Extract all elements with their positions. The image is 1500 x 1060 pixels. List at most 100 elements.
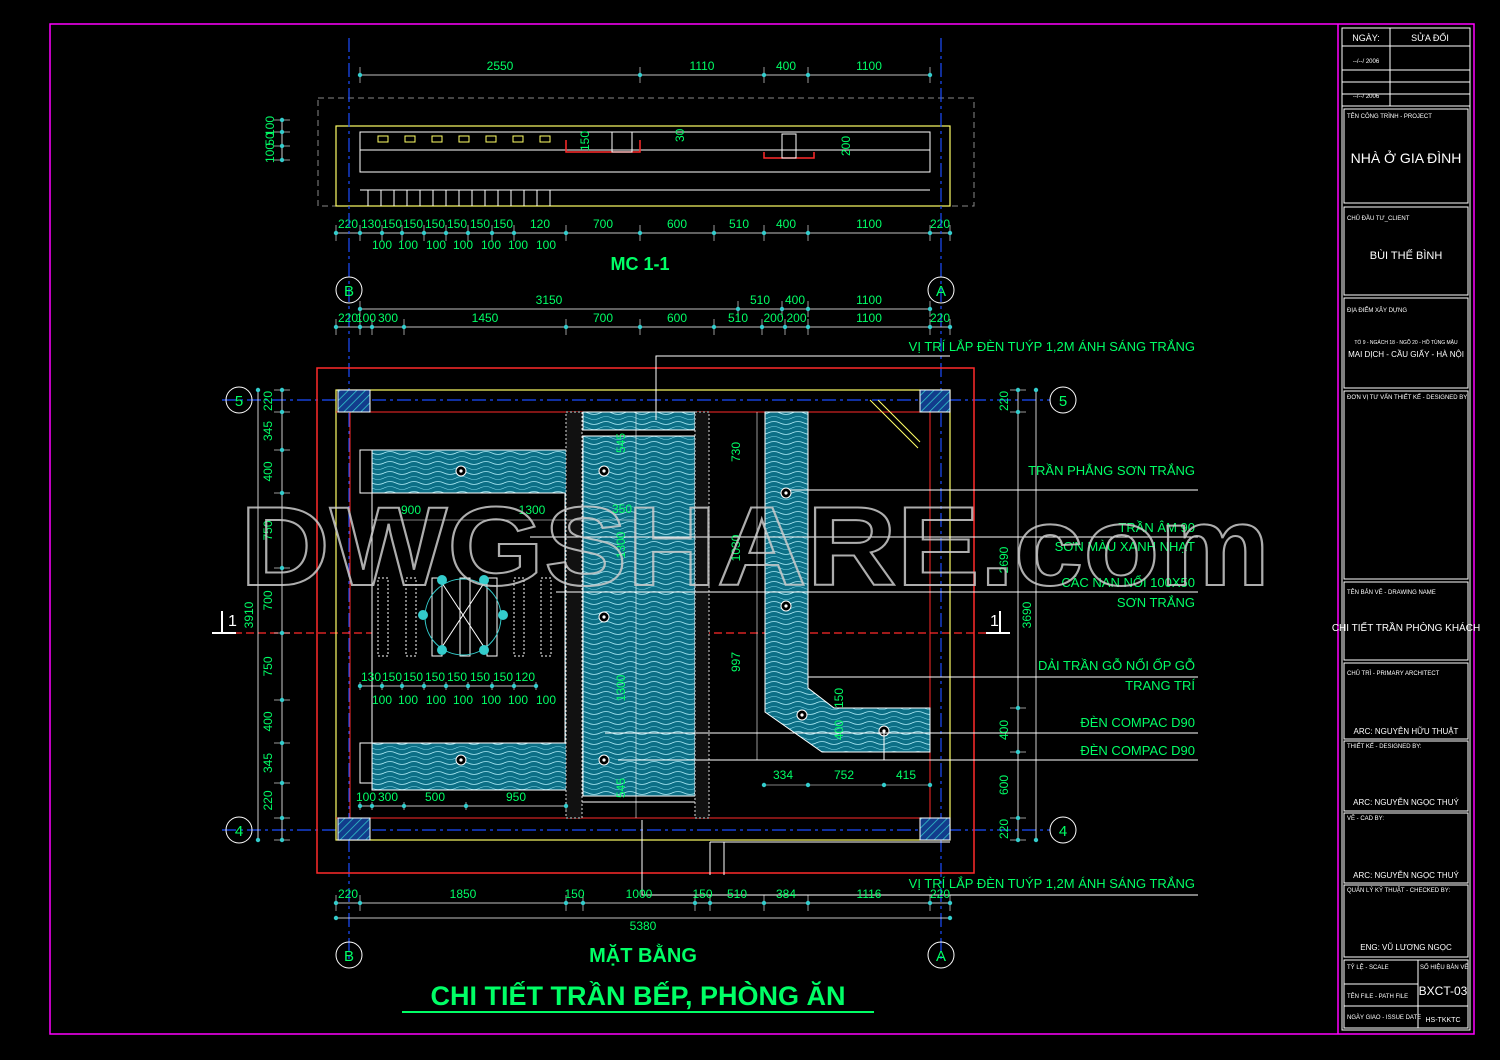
slat-block	[485, 135, 497, 143]
dimension-tick	[279, 565, 285, 571]
dimension-tick	[279, 630, 285, 636]
slat-rect	[459, 577, 471, 657]
tb-cad-label: VẼ - CAD BY:	[1347, 815, 1384, 822]
compact-lamps	[455, 465, 890, 766]
dimension-label: 220	[930, 217, 950, 231]
dimension-tick	[443, 230, 449, 236]
dimension-tick	[782, 324, 788, 330]
wall-opening	[359, 742, 373, 784]
dimension-label: 150	[382, 670, 402, 684]
dimension-label: 150	[382, 217, 402, 231]
dimension-label: 100	[372, 238, 392, 252]
dimension-label: 1100	[856, 59, 882, 73]
dimension-label: 120	[515, 670, 535, 684]
dimension-tick	[805, 306, 811, 312]
dimension-tick	[489, 683, 495, 689]
dimension-label: 510	[728, 311, 748, 325]
slat-rect	[540, 577, 552, 657]
dimension-label: 997	[729, 652, 743, 672]
dimension-tick	[279, 409, 285, 415]
plan-outer-boundary	[316, 367, 975, 874]
compact-lamp-center	[602, 615, 606, 619]
note-text: ĐÈN COMPAC D90	[1080, 715, 1195, 730]
note-text: VỊ TRÍ LẮP ĐÈN TUÝP 1,2M ÁNH SÁNG TRẮNG	[909, 339, 1195, 354]
dimension-tick	[369, 324, 375, 330]
section-light-box-2	[611, 131, 633, 153]
dimension-label: 400	[785, 293, 805, 307]
dimension-label: 100	[263, 143, 277, 163]
section-red-detail-1	[565, 140, 641, 153]
dimension-tick	[401, 324, 407, 330]
dimension-tick	[711, 230, 717, 236]
dimension-label: 300	[378, 311, 398, 325]
dimension-label: 600	[667, 311, 687, 325]
tb-designer-label: THIẾT KẾ - DESIGNED BY:	[1347, 743, 1422, 750]
dimension-label: 545	[614, 778, 628, 798]
dimension-label: 950	[506, 790, 526, 804]
dimension-label: 345	[261, 753, 275, 773]
dimension-tick	[333, 324, 339, 330]
note-text: CÁC NAN NỔI 100X50	[1061, 575, 1195, 590]
section-cut-marker-left: 1	[212, 611, 237, 634]
dimension-label: 100	[536, 238, 556, 252]
dimension-label: 1100	[856, 311, 882, 325]
dimension-tick	[421, 683, 427, 689]
slat-rect	[513, 577, 525, 657]
dimension-label: 2690	[997, 546, 1011, 573]
dimension-tick	[463, 803, 469, 809]
dimension-tick	[761, 72, 767, 78]
dimension-tick	[279, 815, 285, 821]
dimension-label: 1300	[614, 674, 628, 701]
plan-bottom-total-dimension: 5380	[333, 915, 953, 933]
dimension-tick	[357, 72, 363, 78]
dimension-label: 150	[447, 217, 467, 231]
dimension-label: 100	[508, 238, 528, 252]
column	[337, 817, 371, 841]
dimension-label: 100	[453, 238, 473, 252]
dimension-tick	[1015, 815, 1021, 821]
dimension-label: 220	[338, 311, 358, 325]
section-light-box	[781, 133, 797, 159]
dimension-label: 545	[614, 433, 628, 453]
dimension-tick	[357, 324, 363, 330]
dimension-tick	[947, 230, 953, 236]
dimension-tick	[279, 117, 285, 123]
dimension-tick	[357, 900, 363, 906]
slat-block	[539, 135, 551, 143]
dimension-tick	[401, 803, 407, 809]
dimension-label: 730	[729, 442, 743, 462]
dimension-label: 700	[593, 217, 613, 231]
dimension-label: 220	[930, 311, 950, 325]
dimension-label: 150	[470, 670, 490, 684]
note-text: SƠN TRẮNG	[1117, 595, 1195, 610]
dimension-label: 1116	[857, 887, 882, 901]
dimension-tick	[805, 324, 811, 330]
tb-drawing-name: CHI TIẾT TRẦN PHÒNG KHÁCH	[1332, 621, 1480, 634]
section-nan	[377, 135, 551, 143]
dimension-tick	[637, 72, 643, 78]
dimension-tick	[465, 230, 471, 236]
dimension-tick	[1015, 387, 1021, 393]
dimension-tick	[357, 683, 363, 689]
dimension-tick	[637, 230, 643, 236]
dimension-label: 750	[261, 520, 275, 540]
dimension-tick	[357, 803, 363, 809]
section-wall-outer	[335, 125, 951, 207]
dimension-tick	[333, 230, 339, 236]
dimension-tick	[563, 324, 569, 330]
dimension-label: 150	[425, 670, 445, 684]
dimension-label: 400	[261, 711, 275, 731]
dimension-tick	[333, 900, 339, 906]
dimension-tick	[563, 803, 569, 809]
tb-revision-label: SỬA ĐỔI	[1411, 32, 1449, 43]
column	[919, 817, 951, 841]
ceiling-recess-right	[764, 411, 931, 753]
